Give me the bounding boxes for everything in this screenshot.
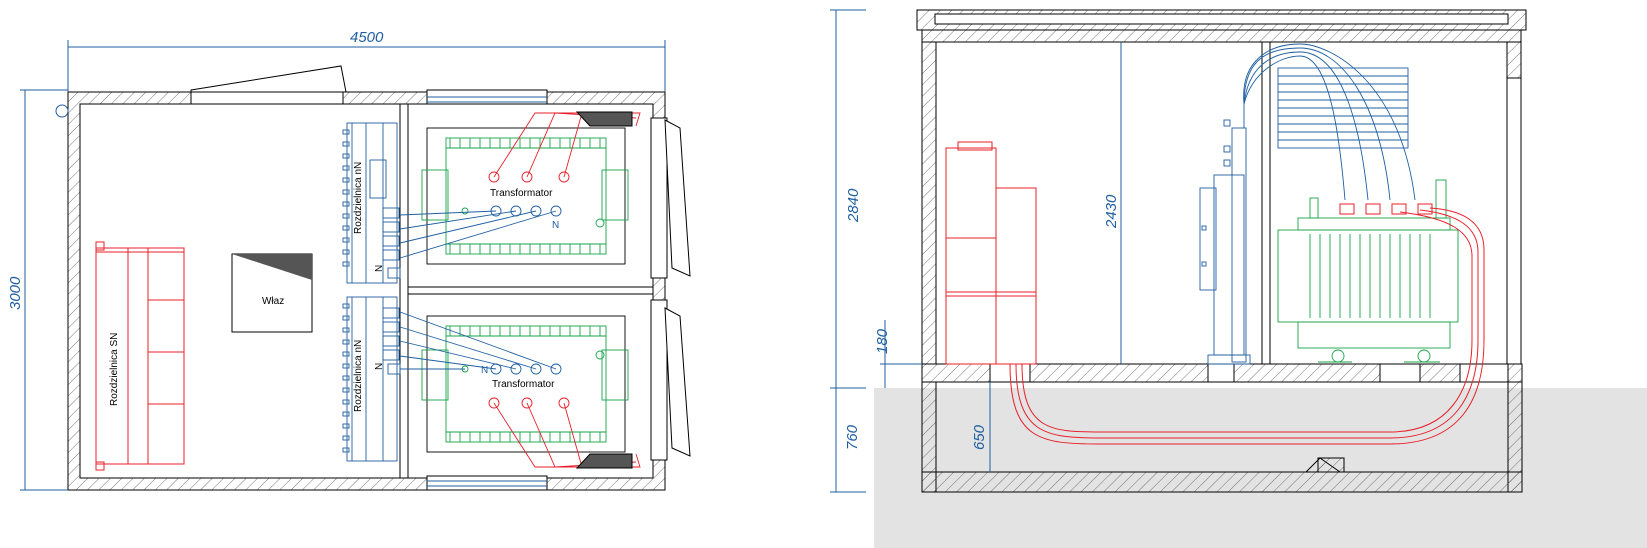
lv-switchgear-bottom-label: Rozdzielnica nN — [353, 340, 364, 412]
transformer-top — [399, 111, 641, 265]
section-basement-height: 760 — [844, 424, 861, 450]
lv-switchgear-bottom — [342, 296, 401, 462]
hatch-shade — [232, 254, 312, 280]
section-pit-depth: 650 — [971, 424, 988, 450]
transformer-top-n: N — [552, 220, 559, 231]
ventilation-grille — [1277, 67, 1409, 149]
transformer-side — [1277, 179, 1459, 363]
section-total-height: 2840 — [845, 188, 862, 223]
cable-duct-top — [575, 111, 633, 127]
transformer-top-label: Transformator — [490, 188, 553, 199]
lv-n-mark-top: N — [374, 265, 385, 272]
section-inner-height: 2430 — [1103, 194, 1120, 229]
mv-switchgear-side — [945, 141, 1037, 365]
plan-height-dimension: 3000 — [7, 276, 24, 310]
hatch-label: Właz — [262, 296, 284, 307]
right-doors — [664, 119, 691, 457]
transformer-bottom-n: N — [481, 365, 488, 376]
cable-duct-bottom — [575, 453, 633, 469]
section-walls — [921, 41, 1523, 493]
plan-dimensions — [20, 40, 666, 491]
section-plinth-height: 180 — [874, 328, 891, 354]
roof — [916, 9, 1527, 43]
transformer-bottom-label: Transformator — [492, 379, 555, 390]
lv-switchgear-side — [1199, 43, 1416, 365]
mv-switchgear-label: Rozdzielnica SN — [109, 333, 120, 406]
section-dimensions — [830, 9, 1122, 493]
lv-switchgear-top — [342, 122, 401, 284]
plan-walls — [67, 89, 668, 491]
door-leaf-top — [190, 65, 347, 93]
plan-partitions — [399, 104, 653, 478]
mv-cables-side — [1009, 203, 1485, 445]
lv-n-mark-bottom: N — [374, 363, 385, 370]
mv-switchgear — [95, 241, 185, 471]
transformer-bottom — [399, 311, 641, 469]
section-view: 2840 2430 180 760 650 — [830, 9, 1647, 548]
plan-view: 4500 3000 Właz Rozdzielnica SN — [7, 29, 691, 491]
plan-width-dimension: 4500 — [350, 29, 384, 46]
lv-switchgear-top-label: Rozdzielnica nN — [353, 162, 364, 234]
